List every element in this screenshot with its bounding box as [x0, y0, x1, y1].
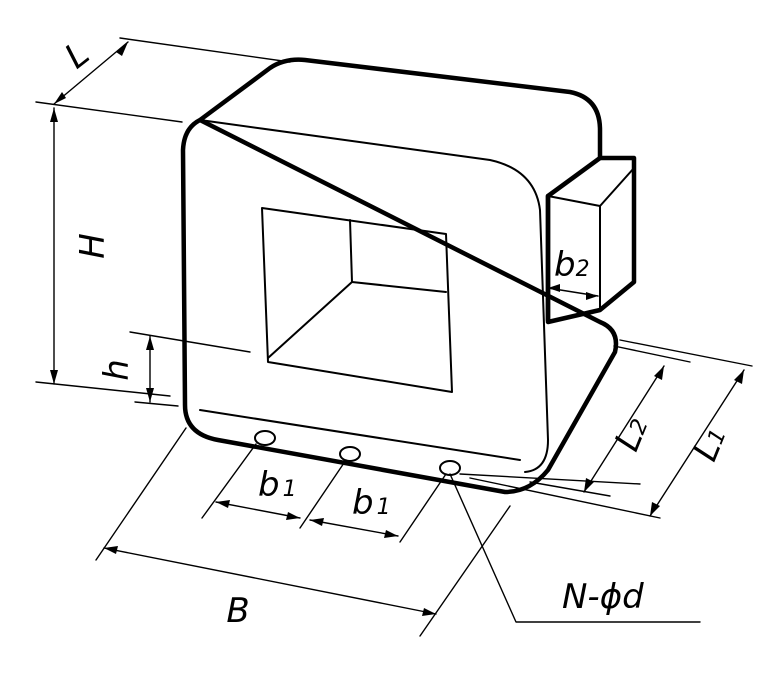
- hole-3: [439, 460, 461, 476]
- dim-L2: [529, 345, 691, 497]
- core-body: [180, 57, 619, 495]
- dim-b1: [201, 443, 447, 543]
- label-H: H: [73, 233, 113, 259]
- dim-B: [95, 427, 511, 637]
- label-L2: L2: [607, 411, 656, 457]
- label-b2: b2: [554, 245, 590, 285]
- dim-L1: [469, 339, 753, 519]
- dim-h: [129, 331, 251, 407]
- hole-1: [254, 430, 276, 446]
- terminal-box: [545, 155, 637, 325]
- dim-b2: [547, 284, 599, 300]
- hole-2: [339, 446, 361, 462]
- front-bottom-edge: [199, 409, 521, 461]
- body-outline: [180, 57, 619, 495]
- label-L1: L1: [685, 421, 734, 467]
- front-top-edge: [199, 119, 549, 473]
- dim-L: [35, 37, 291, 123]
- label-B: B: [226, 591, 249, 631]
- leader-holes: [449, 473, 701, 623]
- window-opening: [261, 207, 453, 393]
- label-holes: N-ϕd: [562, 577, 644, 617]
- label-h: h: [97, 359, 137, 381]
- label-L: L: [57, 34, 97, 77]
